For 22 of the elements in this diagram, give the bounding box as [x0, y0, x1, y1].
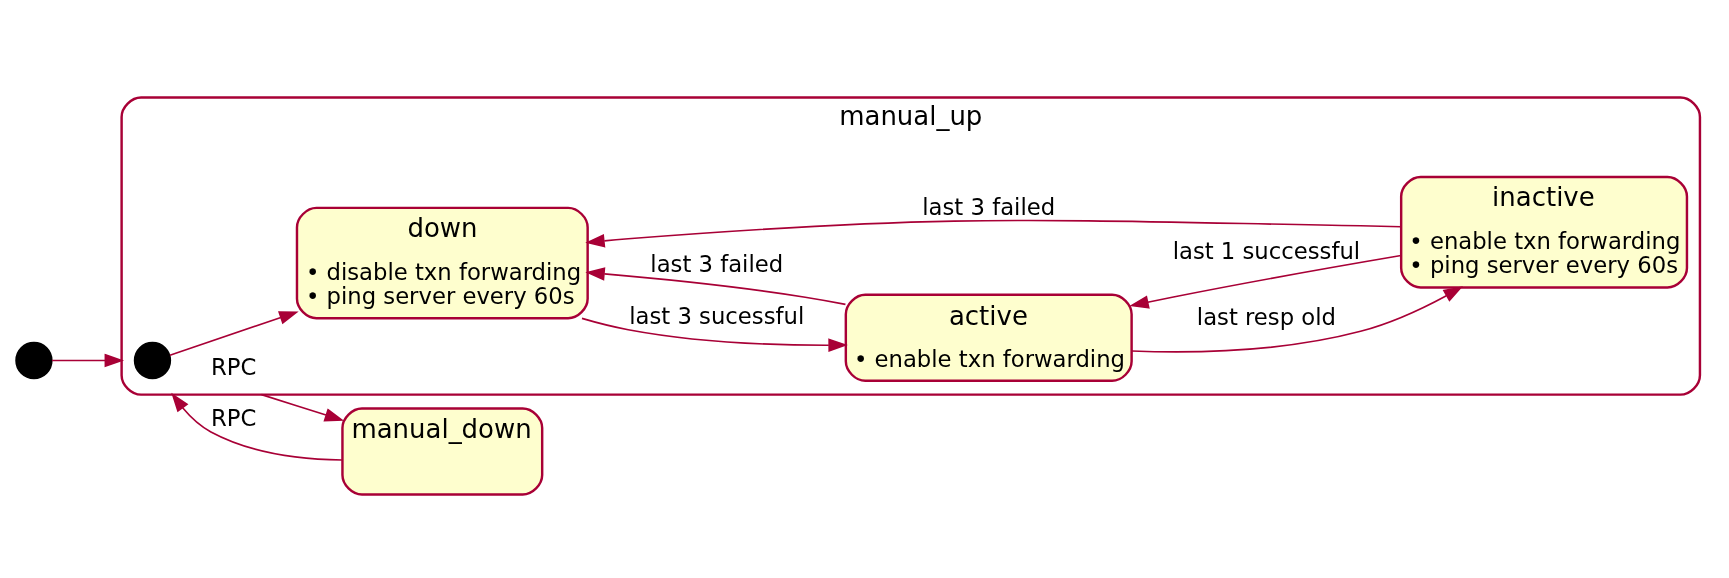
arrow [585, 219, 1402, 248]
edge-label: last 3 sucessful [629, 302, 805, 329]
edge-label: last 1 successful [1172, 237, 1361, 264]
arrow [51, 353, 125, 367]
node-circle [15, 341, 53, 379]
arrow [1129, 254, 1402, 309]
arrow [169, 310, 299, 356]
node-box: down • disable txn forwarding • ping server every 60s [295, 206, 589, 320]
edge-label: last resp old [1196, 303, 1336, 330]
node-box: manual_down [341, 406, 544, 496]
edge-label: RPC [210, 404, 257, 431]
node-circle [133, 341, 172, 379]
arrow [585, 266, 847, 305]
arrow [171, 392, 343, 461]
node-box: inactive • enable txn forwarding • ping server every 60s [1399, 175, 1689, 289]
edge-label: last 3 failed [922, 193, 1056, 220]
arrow [1131, 285, 1463, 353]
node-box: active • enable txn forwarding [844, 293, 1133, 382]
arrow [260, 393, 345, 421]
edge-label: last 3 failed [650, 250, 784, 277]
arrow [581, 317, 848, 352]
edge-label: RPC [210, 353, 257, 380]
